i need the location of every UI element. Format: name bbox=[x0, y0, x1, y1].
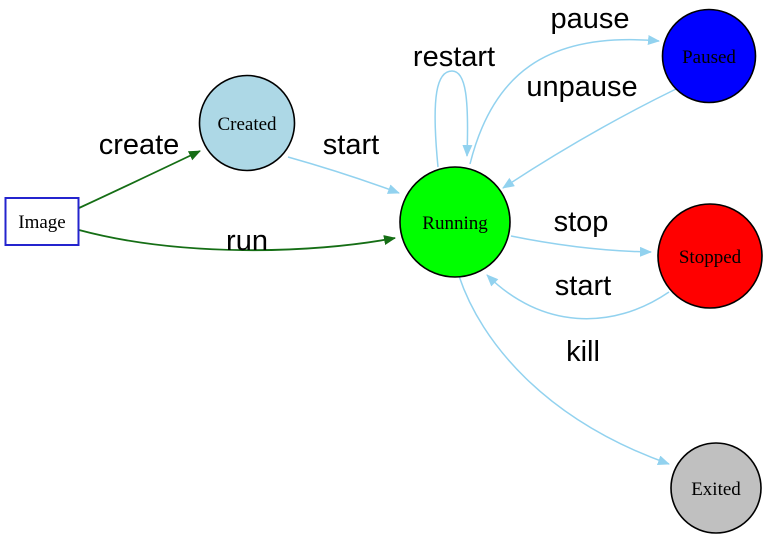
node-stopped-circle bbox=[657, 203, 763, 309]
edge-stop-label: stop bbox=[554, 206, 609, 238]
edge-stop-arrow bbox=[510, 235, 652, 257]
edges-layer bbox=[78, 35, 677, 466]
node-created-circle bbox=[198, 74, 296, 172]
edge-create-label: create bbox=[99, 129, 180, 161]
node-image-label: Image bbox=[18, 212, 65, 233]
node-running-label: Running bbox=[422, 213, 488, 234]
edge-start-created-arrow bbox=[287, 156, 400, 194]
node-stopped-label: Stopped bbox=[679, 247, 742, 268]
edge-unpause-label: unpause bbox=[526, 71, 637, 103]
node-created-label: Created bbox=[217, 114, 277, 135]
edge-start-stopped-arrow bbox=[486, 274, 670, 320]
edge-run-arrow bbox=[78, 229, 396, 252]
edge-labels-layer: create start run restart pause unpause s… bbox=[99, 3, 638, 368]
nodes-layer: Image Created Running Paused Stopped Exi… bbox=[4, 8, 763, 534]
edge-start-stopped-label: start bbox=[555, 270, 611, 302]
edge-restart-label: restart bbox=[413, 41, 495, 73]
edge-start-created-label: start bbox=[323, 129, 379, 161]
node-paused-label: Paused bbox=[682, 47, 736, 68]
node-exited-label: Exited bbox=[691, 479, 741, 500]
node-exited-circle bbox=[670, 442, 762, 534]
node-paused-circle bbox=[661, 8, 757, 104]
edge-pause-label: pause bbox=[550, 3, 629, 35]
edge-restart-self-loop-arrow bbox=[434, 70, 473, 168]
edge-pause-arrow bbox=[469, 35, 660, 165]
edge-run-label: run bbox=[226, 225, 268, 257]
edge-kill-label: kill bbox=[566, 336, 600, 368]
edge-kill-arrow bbox=[458, 275, 670, 466]
edge-create-arrow bbox=[78, 150, 201, 209]
node-image-box bbox=[4, 197, 80, 246]
node-running-circle bbox=[399, 166, 511, 278]
edge-unpause-arrow bbox=[502, 88, 677, 189]
